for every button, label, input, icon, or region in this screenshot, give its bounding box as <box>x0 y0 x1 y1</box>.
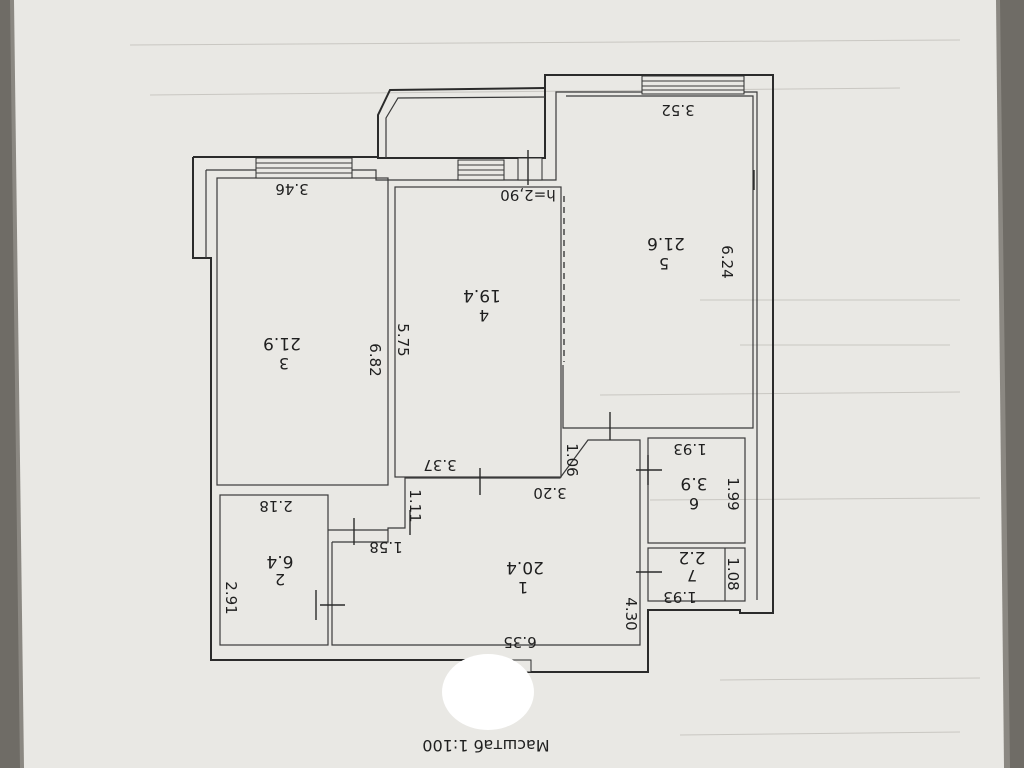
window-room-3 <box>255 157 353 179</box>
scale-caption: Масштаб 1:100 <box>422 736 549 755</box>
room-2-area: 6.4 <box>266 551 293 571</box>
dimension-label: 3.52 <box>661 101 694 119</box>
dimension-label: 6.82 <box>366 343 384 376</box>
ceiling-height-label: h=2,90 <box>500 186 555 204</box>
dimension-label: 1.93 <box>663 588 696 606</box>
dimension-label: 3.20 <box>533 484 566 502</box>
paper-sheet <box>14 0 1004 768</box>
room-4-number: 4 <box>479 306 489 325</box>
window-room-5 <box>641 75 745 95</box>
bleed-through-lines <box>129 39 981 736</box>
room-5-area: 21.6 <box>647 233 685 253</box>
room-6-number: 6 <box>689 494 699 513</box>
plan-labels: 20.4 1 6.4 2 21.9 3 19.4 4 21.6 5 3.9 6 … <box>222 101 742 755</box>
redaction-blot <box>442 654 534 730</box>
dimension-label: 1.99 <box>724 477 742 510</box>
dimension-label: 6.35 <box>503 633 536 651</box>
dimension-label: 5.75 <box>394 323 412 356</box>
dimension-label: 2.91 <box>222 581 240 614</box>
room-6-area: 3.9 <box>680 473 707 493</box>
balcony-door <box>517 157 543 181</box>
dimension-label: 2.18 <box>259 497 292 515</box>
walls <box>192 74 774 673</box>
room-1-area: 20.4 <box>506 557 544 577</box>
room-3-number: 3 <box>279 354 289 373</box>
dimension-label: 1.06 <box>563 443 581 476</box>
dimension-label: 3.37 <box>423 456 456 474</box>
window-room-4 <box>457 159 505 181</box>
room-7-number: 7 <box>687 566 697 585</box>
room-2-number: 2 <box>275 570 285 589</box>
dimension-label: 4.30 <box>622 597 640 630</box>
room-5-number: 5 <box>659 254 669 273</box>
dimension-label: 1.11 <box>406 489 424 522</box>
dimension-label: 3.46 <box>275 180 308 198</box>
room-1-number: 1 <box>518 578 528 597</box>
room-3-area: 21.9 <box>263 333 301 353</box>
room-4-area: 19.4 <box>463 285 501 305</box>
dimension-label: 1.58 <box>369 538 402 556</box>
dimension-label: 1.93 <box>673 440 706 458</box>
door-marks <box>315 150 755 620</box>
room-7-area: 2.2 <box>678 547 705 567</box>
dimension-label: 1.08 <box>724 557 742 590</box>
dimension-label: 6.24 <box>718 245 736 278</box>
